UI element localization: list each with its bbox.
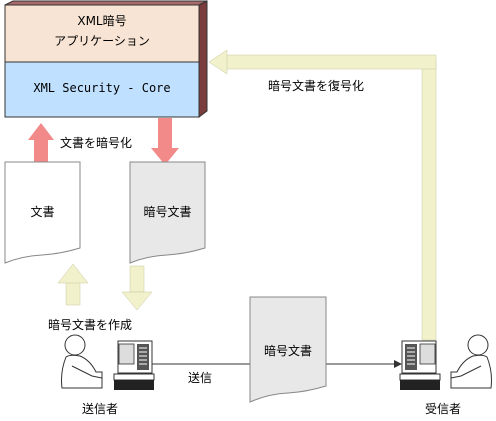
create-down-arrow-shaft [129, 265, 145, 293]
encrypted-middle-label: 暗号文書 [263, 344, 312, 358]
create-label: 暗号文書を作成 [48, 318, 133, 332]
decrypt-arrow-head [208, 49, 228, 75]
receiver-person-icon [450, 334, 492, 389]
sender-computer-icon [113, 340, 155, 390]
receiver-label: 受信者 [425, 402, 462, 416]
app-title-line1: XML暗号 [77, 14, 127, 28]
decrypt-arrow-horizontal [225, 54, 437, 70]
encrypted-top-label: 暗号文書 [143, 205, 192, 219]
encrypted-document-top [129, 161, 206, 264]
create-up-arrow-head [57, 263, 89, 284]
send-arrow-head [394, 360, 402, 368]
create-down-arrow-head [121, 291, 153, 311]
sender-label: 送信者 [82, 402, 119, 416]
decrypt-arrow-vertical [421, 61, 437, 341]
app-box-top-face [4, 0, 208, 6]
create-up-arrow-shaft [65, 281, 81, 306]
sender-person-icon [61, 334, 103, 389]
app-box [4, 0, 208, 118]
decrypt-label: 暗号文書を復号化 [268, 79, 365, 93]
plain-document-label: 文書 [30, 205, 55, 219]
core-label: XML Security - Core [33, 81, 171, 95]
encrypt-in-arrow-head [28, 123, 54, 140]
app-box-side [198, 0, 208, 118]
receiver-computer-icon [399, 340, 441, 390]
core-layer [4, 61, 200, 118]
send-label: 送信 [188, 371, 213, 385]
encrypt-label: 文書を暗号化 [60, 136, 133, 150]
encrypted-document-middle [249, 296, 327, 403]
encrypt-out-arrow-head [151, 148, 179, 165]
encrypt-out-arrow-shaft [158, 118, 172, 148]
plain-document [4, 161, 81, 264]
encrypt-in-arrow-shaft [34, 140, 48, 162]
app-layer [4, 4, 200, 63]
app-title-line2: アプリケーション [54, 34, 150, 48]
